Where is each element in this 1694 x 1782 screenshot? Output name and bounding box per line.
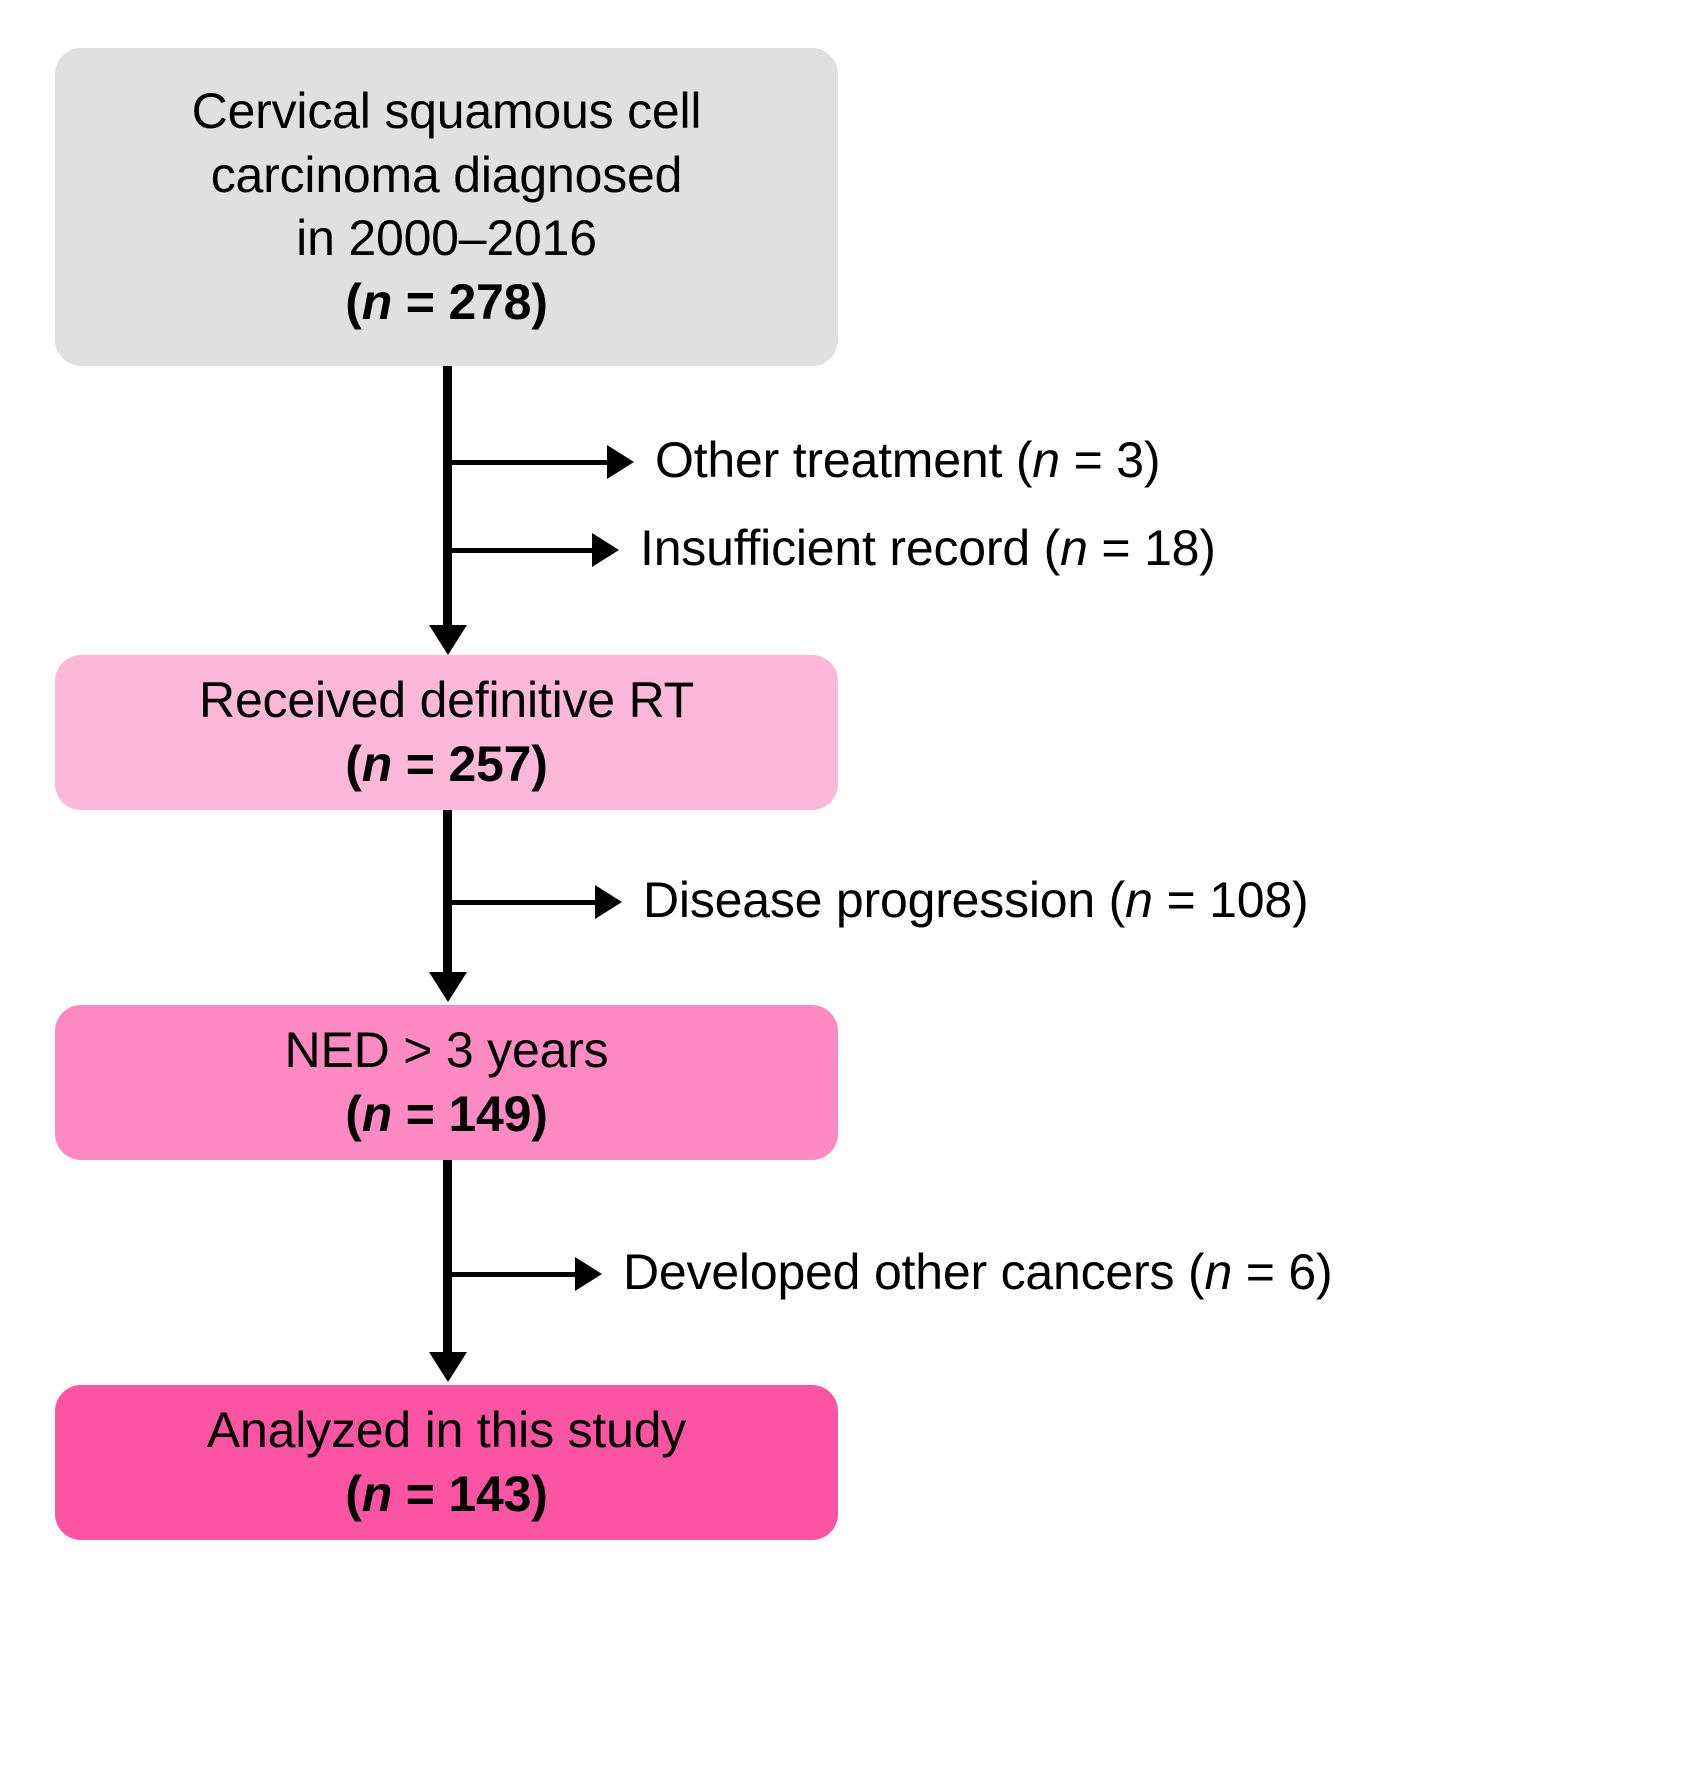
node-ned-line-1: NED > 3 years [284, 1022, 609, 1078]
node-source-line-1: Cervical squamous cell [191, 83, 702, 139]
italic-n: n [1125, 872, 1153, 928]
node-analyzed-in-this-study: Analyzed in this study (n = 143) [55, 1385, 838, 1540]
arrowhead-down-to-analyzed [429, 1352, 467, 1382]
node-ned-count: (n = 149) [345, 1085, 548, 1142]
italic-n: n [361, 1465, 393, 1522]
node-analyzed-line-1: Analyzed in this study [206, 1402, 687, 1458]
branch-label-insufficient-record: Insufficient record (n = 18) [640, 520, 1216, 576]
branch-line-developed-other-cancers [447, 1272, 585, 1277]
arrowhead-down-to-ned [429, 972, 467, 1002]
branch-label-other-treatment: Other treatment (n = 3) [655, 432, 1161, 488]
connector-line-ned-to-analyzed [443, 1160, 452, 1355]
connector-line-rt-to-ned [443, 810, 452, 975]
arrowhead-right-disease-progression [595, 885, 622, 919]
connector-line-source-to-rt [443, 366, 452, 628]
branch-line-disease-progression [447, 900, 605, 905]
italic-n: n [361, 735, 393, 792]
arrowhead-down-to-rt [429, 625, 467, 655]
node-source-line-3: in 2000–2016 [296, 210, 597, 266]
node-source-count: (n = 278) [345, 273, 548, 330]
node-received-definitive-rt: Received definitive RT (n = 257) [55, 655, 838, 810]
arrowhead-right-other-treatment [607, 445, 634, 479]
arrowhead-right-developed-other-cancers [575, 1257, 602, 1291]
node-rt-line-1: Received definitive RT [199, 672, 694, 728]
node-source-cohort: Cervical squamous cell carcinoma diagnos… [55, 48, 838, 366]
arrowhead-right-insufficient-record [592, 533, 619, 567]
node-ned-over-3-years: NED > 3 years (n = 149) [55, 1005, 838, 1160]
italic-n: n [1204, 1244, 1233, 1300]
node-analyzed-count: (n = 143) [345, 1465, 548, 1522]
italic-n: n [1060, 520, 1088, 576]
branch-label-disease-progression: Disease progression (n = 108) [643, 872, 1309, 928]
italic-n: n [1032, 432, 1060, 488]
branch-line-other-treatment [447, 460, 617, 465]
italic-n: n [361, 1085, 393, 1142]
branch-label-developed-other-cancers: Developed other cancers (n = 6) [623, 1244, 1333, 1300]
branch-line-insufficient-record [447, 548, 602, 553]
italic-n: n [361, 273, 393, 330]
node-rt-count: (n = 257) [345, 735, 548, 792]
node-source-line-2: carcinoma diagnosed [210, 146, 683, 203]
